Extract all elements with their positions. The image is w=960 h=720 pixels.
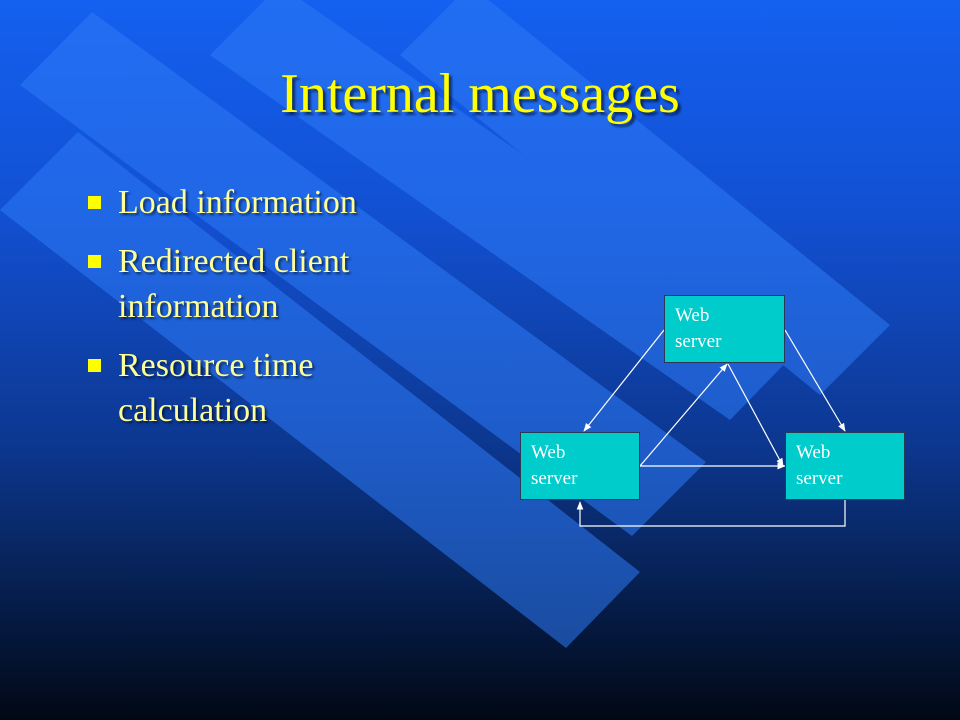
node-label-line1: Web: [796, 442, 831, 463]
background-stripe: [20, 12, 706, 536]
background-stripe: [0, 132, 640, 648]
bullet-list: Load information Redirected client infor…: [85, 180, 425, 447]
web-server-node-top: Web server: [664, 295, 785, 363]
slide-title: Internal messages: [280, 63, 680, 125]
background-stripe: [210, 0, 800, 420]
web-server-node-left: Web server: [520, 432, 640, 500]
bullet-text: Load information: [118, 184, 357, 221]
node-label-line2: server: [531, 468, 578, 489]
arrow-top-to-left: [583, 329, 665, 432]
web-server-node-right: Web server: [785, 432, 905, 500]
bullet-text: Resource time calculation: [118, 347, 314, 429]
node-label-line1: Web: [531, 442, 566, 463]
node-label-line1: Web: [675, 305, 710, 326]
arrow-left-to-top: [639, 363, 728, 467]
bullet-item: Load information: [85, 180, 425, 225]
bullet-item: Redirected client information: [85, 239, 425, 329]
bullet-item: Resource time calculation: [85, 343, 425, 433]
square-bullet-icon: [88, 196, 101, 209]
node-label-line2: server: [796, 468, 843, 489]
square-bullet-icon: [88, 359, 101, 372]
arrow-right-to-left: [576, 500, 846, 527]
bullet-text: Redirected client information: [118, 243, 350, 325]
arrow-top-to-right: [784, 329, 846, 432]
node-label-line2: server: [675, 331, 722, 352]
arrow-top-to-right-inner: [727, 363, 784, 467]
square-bullet-icon: [88, 255, 101, 268]
